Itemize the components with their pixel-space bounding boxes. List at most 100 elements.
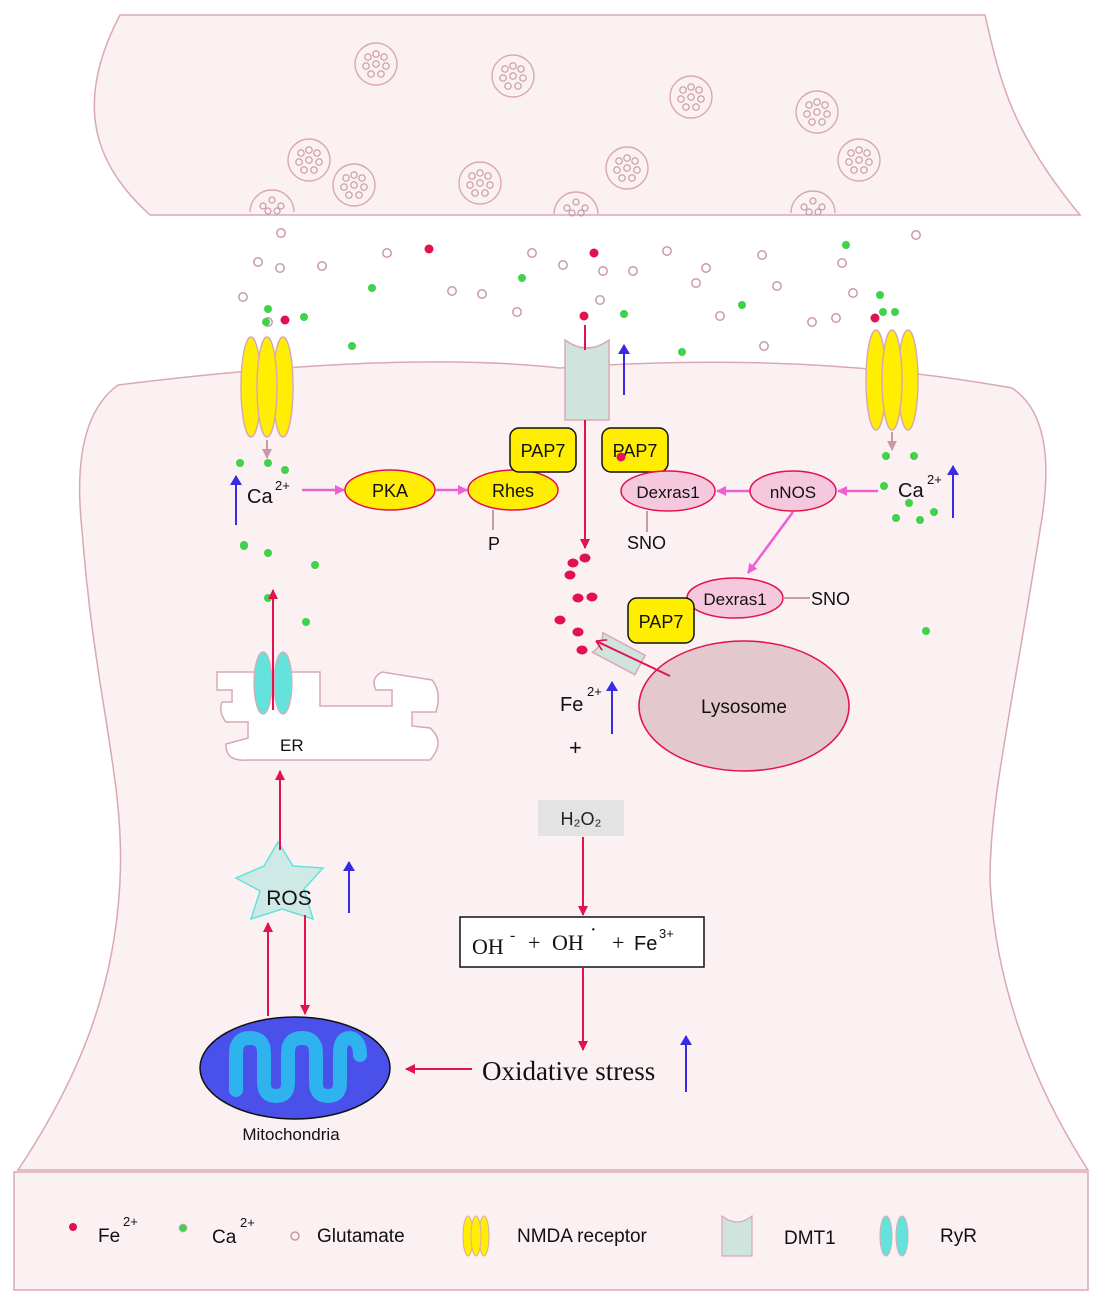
glutamate-molecule [598, 266, 608, 276]
mitochondria-cristae [229, 1031, 367, 1103]
ros-star: ROS [234, 840, 325, 921]
intracellular-ions [236, 452, 938, 722]
dmt1-channel [564, 338, 610, 421]
fenton-hydroxide: OH [472, 934, 504, 959]
legend-ryr-swatch [879, 1215, 909, 1257]
synaptic-vesicles [249, 42, 881, 217]
calcium-ion [236, 459, 244, 467]
iron-ion [576, 645, 588, 655]
glutamate-molecule [477, 289, 487, 299]
glutamate-molecule [447, 286, 457, 296]
calcium-ion [264, 594, 272, 602]
fenton-hydroxide-charge: - [510, 927, 515, 944]
ros-label: ROS [266, 887, 312, 910]
glutamate-molecule [317, 261, 327, 271]
oxidative-stress-label: Oxidative stress [482, 1056, 655, 1086]
legend-fe-label: Fe [98, 1226, 120, 1247]
iron-ion [564, 570, 576, 580]
legend-dmt1-label: DMT1 [784, 1228, 836, 1249]
vesicle [354, 42, 398, 86]
calcium-ion [876, 291, 884, 299]
vesicle [458, 161, 502, 205]
lysosome-label: Lysosome [701, 697, 787, 718]
fe-label: Fe [560, 694, 583, 716]
dexras1-upper-node: Dexras1 [620, 470, 716, 512]
plus-sign: + [569, 735, 582, 760]
glutamate-molecule [276, 228, 286, 238]
fusing-vesicle [249, 189, 295, 215]
glutamate-molecule [757, 250, 767, 260]
calcium-ion [916, 516, 924, 524]
nmda-receptor-left [240, 336, 294, 438]
ca-left-label: Ca [247, 486, 273, 508]
dexras1-upper-label: Dexras1 [636, 483, 699, 502]
nnos-label: nNOS [770, 483, 816, 502]
h2o2-box [538, 800, 624, 836]
calcium-ion [891, 308, 899, 316]
fenton-products-box [459, 916, 705, 968]
glutamate-molecule [848, 288, 858, 298]
mitochondria [199, 1016, 391, 1120]
glutamate-molecule [595, 295, 605, 305]
calcium-ion [264, 305, 272, 313]
glutamate-molecule [759, 341, 769, 351]
phospho-label: P [488, 534, 500, 554]
dexras1-lower-node: Dexras1 [686, 577, 784, 619]
legend-ca-swatch [178, 1223, 188, 1233]
fenton-plus-1: + [528, 930, 540, 955]
iron-ion [579, 553, 591, 563]
legend-glutamate-swatch [290, 1231, 300, 1241]
fenton-radical: OH [552, 930, 584, 955]
nnos-node: nNOS [749, 470, 837, 512]
legend-box [13, 1171, 1089, 1291]
pap7-dexras-node: PAP7 [601, 427, 669, 473]
ca-right-charge: 2+ [927, 472, 942, 487]
ryr-channel [253, 651, 293, 715]
legend: Fe 2+ Ca 2+ Glutamate NMDA receptor DMT1… [69, 1214, 977, 1257]
pka-label: PKA [372, 481, 408, 501]
legend-ryr-label: RyR [940, 1226, 977, 1247]
glutamate-molecule [691, 278, 701, 288]
legend-fe-swatch [69, 1223, 77, 1231]
iron-ion [572, 593, 584, 603]
calcium-ion [678, 348, 686, 356]
calcium-ion [620, 310, 628, 318]
legend-nmda-swatch [462, 1215, 490, 1257]
calcium-ion [882, 452, 890, 460]
calcium-ion [262, 318, 270, 326]
vesicle [287, 138, 331, 182]
calcium-ion [240, 541, 248, 549]
er-label: ER [280, 736, 304, 755]
legend-ca-charge: 2+ [240, 1215, 255, 1230]
glutamate-molecule [512, 307, 522, 317]
sno-lower-label: SNO [811, 589, 850, 609]
h2o2-label: H₂O₂ [561, 809, 602, 829]
legend-fe-charge: 2+ [123, 1214, 138, 1229]
dexras1-lower-label: Dexras1 [703, 590, 766, 609]
sno-upper-label: SNO [627, 533, 666, 553]
calcium-ion [264, 459, 272, 467]
glutamate-molecule [527, 248, 537, 258]
calcium-ion [930, 508, 938, 516]
presynaptic-terminal [93, 14, 1082, 216]
vesicle [605, 146, 649, 190]
lysosome-fe-efflux-arrow [596, 641, 671, 677]
fe-charge: 2+ [587, 684, 602, 699]
calcium-ion [892, 514, 900, 522]
pap7-rhes-label: PAP7 [521, 441, 566, 461]
glutamate-molecule [701, 263, 711, 273]
iron-ion [554, 615, 566, 625]
calcium-ion [518, 274, 526, 282]
calcium-ion [348, 342, 356, 350]
iron-ion [579, 311, 589, 321]
vesicle [669, 75, 713, 119]
calcium-ion [302, 618, 310, 626]
fenton-plus-2: + [612, 930, 624, 955]
glutamate-molecule [628, 266, 638, 276]
legend-dmt1-swatch [721, 1214, 753, 1257]
synaptic-cleft-particles [238, 228, 921, 356]
iron-ion [280, 315, 290, 325]
vesicle [795, 90, 839, 134]
glutamate-molecule [238, 292, 248, 302]
